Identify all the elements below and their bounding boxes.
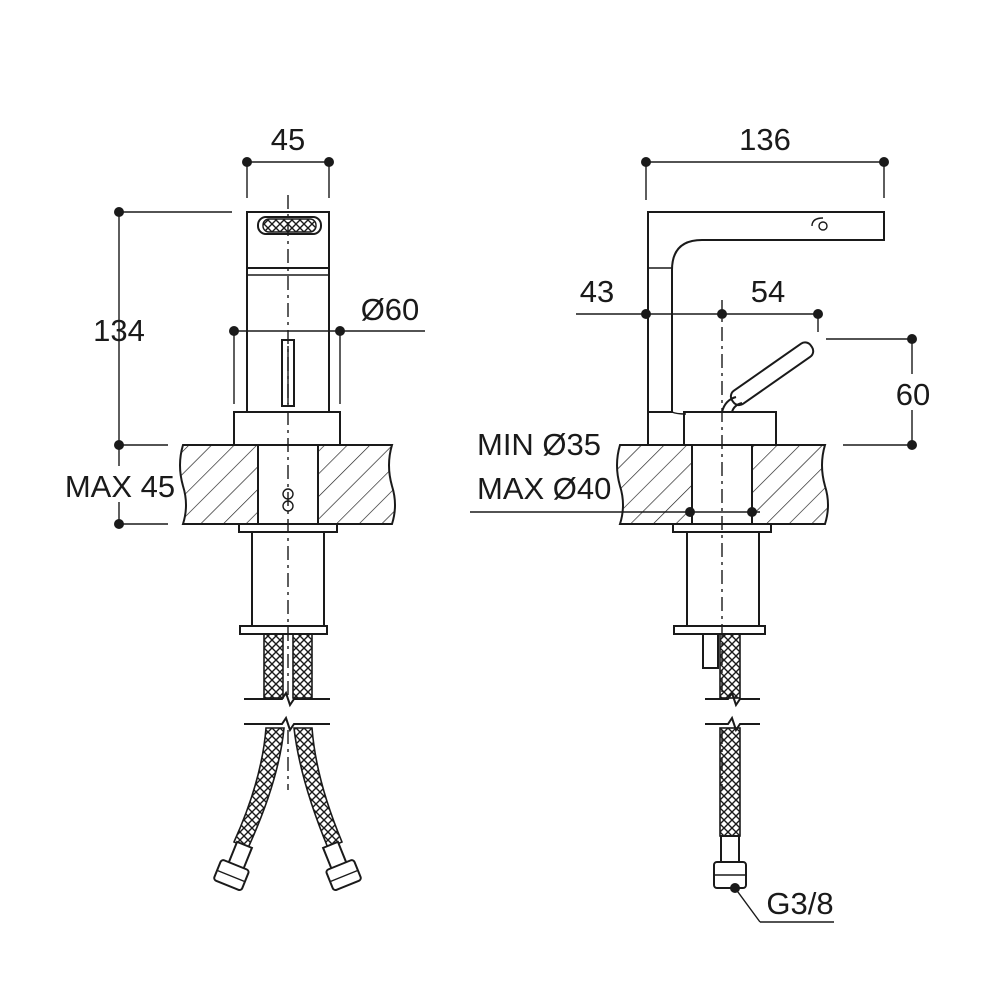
mixer-base	[233, 411, 341, 446]
lever-reach-label: 54	[751, 274, 785, 309]
aerator-icon	[257, 216, 322, 235]
mixer-base-side	[683, 411, 777, 446]
min-hole-label: MIN Ø35	[477, 427, 601, 462]
front-view: 45 134 MAX 45 Ø60	[65, 122, 425, 891]
connector-leader	[730, 883, 834, 923]
max-hole-label: MAX Ø40	[477, 471, 611, 506]
lower-nut-side	[673, 625, 766, 635]
lever-handle	[721, 341, 815, 413]
hose-upper-right	[292, 633, 313, 699]
dimension-height-134	[114, 207, 232, 450]
max-thickness-label: MAX 45	[65, 469, 175, 504]
lever-height-label: 60	[896, 377, 930, 412]
connector-label: G3/8	[766, 886, 833, 921]
break-line-front	[244, 690, 330, 733]
countertop-section-front	[179, 444, 396, 525]
dimension-length-136	[641, 157, 889, 200]
diameter-label: Ø60	[361, 292, 420, 327]
hose-lower-right	[293, 727, 344, 850]
lower-body-side	[686, 531, 760, 627]
hose-connector-side	[713, 835, 747, 889]
lower-nut	[239, 625, 328, 635]
break-line-side	[705, 690, 760, 733]
width-label: 45	[271, 122, 305, 157]
hose-lower-left	[232, 727, 285, 850]
countertop-section-side	[616, 444, 829, 525]
hose-lower-side	[719, 727, 741, 837]
dimension-width-45	[242, 157, 334, 198]
dimension-diameter-60	[229, 326, 425, 404]
hose-connector-right	[321, 840, 362, 891]
spout-pivot-icon	[818, 221, 828, 231]
dimension-offset-43-54	[576, 309, 823, 332]
side-view: 136 43 54 60 MIN Ø35 MAX Ø40	[470, 122, 933, 923]
hose-connector-left	[213, 840, 254, 891]
hose-upper-side	[719, 633, 741, 699]
hose-upper-left	[263, 633, 284, 699]
small-outlet	[702, 633, 719, 669]
dimension-hole-diameter	[470, 507, 760, 517]
height-label: 134	[93, 313, 145, 348]
offset-label: 43	[580, 274, 614, 309]
length-label: 136	[739, 122, 791, 157]
spout	[647, 211, 885, 445]
